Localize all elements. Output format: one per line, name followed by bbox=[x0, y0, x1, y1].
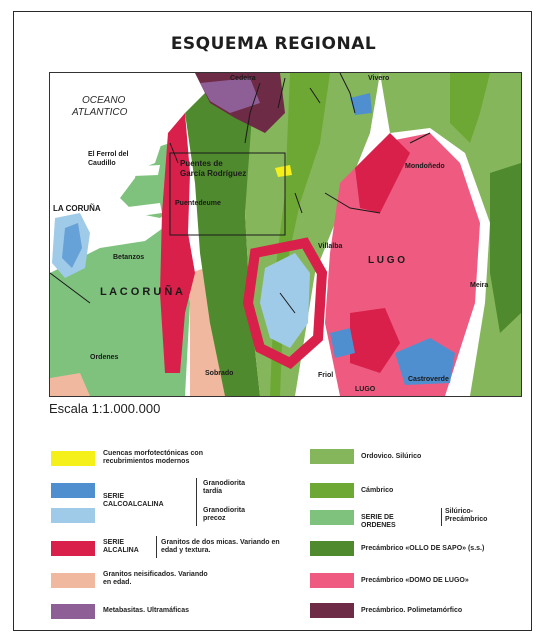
label-lugo-city: LUGO bbox=[355, 386, 376, 393]
label-vivero: Vivero bbox=[368, 75, 389, 82]
legend-granitos-dos: Granitos de dos micas. Variando en edad … bbox=[161, 539, 280, 554]
unit-alcalina-lugo-south bbox=[350, 308, 400, 373]
inset-rectangle bbox=[169, 152, 286, 236]
unit-ollo-east bbox=[490, 163, 521, 333]
label-meira: Meira bbox=[470, 282, 488, 289]
legend-grano-tardia: Granodiorita tardía bbox=[203, 480, 246, 495]
swatch-ordovico bbox=[310, 449, 354, 464]
label-ferrol-2: Caudillo bbox=[88, 160, 116, 167]
legend-serie-alc-1: SERIE bbox=[103, 539, 125, 546]
swatch-polimeta bbox=[310, 603, 354, 618]
unit-alcalina-lugo bbox=[355, 133, 410, 213]
swatch-alcalina bbox=[51, 541, 95, 556]
swatch-granitos-neis bbox=[51, 573, 95, 588]
scale-label: Escala 1:1.000.000 bbox=[49, 401, 161, 416]
unit-alcalina-belt bbox=[160, 113, 195, 373]
swatch-domo bbox=[310, 573, 354, 588]
legend-serie-calco-2: CALCOALCALINA bbox=[103, 501, 164, 508]
legend-ordovico: Ordovico. Silúrico bbox=[361, 453, 422, 460]
unit-cambrico-center bbox=[270, 73, 330, 396]
label-cedeira: Cedeira bbox=[230, 75, 256, 82]
label-puentes-2: García Rodríguez bbox=[180, 169, 246, 178]
swatch-calco-tardia bbox=[51, 483, 95, 498]
unit-granodiorita-small bbox=[350, 93, 372, 115]
swatch-metabasitas bbox=[51, 604, 95, 619]
swatch-serie-ordenes bbox=[310, 510, 354, 525]
unit-granodiorita-west-inner bbox=[62, 223, 82, 268]
legend-divider-calco bbox=[196, 478, 197, 526]
label-la-coruna-region: L A C O R U Ñ A bbox=[100, 285, 183, 298]
unit-ordovico-east bbox=[380, 73, 521, 396]
coast-ria-betanzos bbox=[80, 203, 162, 223]
swatch-ollo bbox=[310, 541, 354, 556]
legend-serie-ordenes: SERIE DE ORDENES bbox=[361, 514, 396, 529]
legend-silurico-pre: Silúrico- Precámbrico bbox=[445, 508, 488, 523]
legend-ollo: Precámbrico «OLLO DE SAPO» (s.s.) bbox=[361, 545, 485, 552]
label-villalba: Villalba bbox=[318, 243, 342, 250]
legend-serie-alc-2: ALCALINA bbox=[103, 547, 139, 554]
legend-granitos-neis: Granitos neisificados. Variando en edad. bbox=[103, 571, 208, 586]
label-atlantico: ATLANTICO bbox=[71, 107, 128, 118]
geologic-map[interactable]: OCEANO ATLANTICO Cedeira Vivero El Ferro… bbox=[49, 72, 522, 397]
label-oceano: OCEANO bbox=[82, 95, 126, 106]
label-betanzos: Betanzos bbox=[113, 254, 144, 261]
map-title: ESQUEMA REGIONAL bbox=[170, 34, 377, 54]
fault-lines bbox=[50, 73, 431, 314]
unit-granodiorita-castroverde bbox=[395, 338, 455, 385]
label-ferrol-1: El Ferrol del bbox=[88, 151, 129, 158]
label-castroverde: Castroverde bbox=[408, 376, 449, 383]
legend-divider-alc bbox=[156, 536, 157, 558]
unit-metabasita bbox=[200, 78, 260, 113]
unit-granitos-neis-south bbox=[50, 373, 90, 396]
coast-rias bbox=[50, 73, 195, 213]
coast-ria-ferrol bbox=[105, 165, 160, 177]
swatch-calco-precoz bbox=[51, 508, 95, 523]
legend-cuencas: Cuencas morfotectónicas con recubrimient… bbox=[103, 450, 203, 465]
swatch-cambrico bbox=[310, 483, 354, 498]
label-ordenes: Ordenes bbox=[90, 354, 119, 361]
label-pontedeume: Puentedeume bbox=[175, 200, 221, 207]
legend-serie-calco-1: SERIE bbox=[103, 493, 125, 500]
legend-divider-ordenes bbox=[441, 508, 442, 526]
unit-cambrico-east bbox=[450, 73, 490, 143]
swatch-cuencas bbox=[51, 451, 95, 466]
unit-granodiorita-friol bbox=[330, 328, 355, 358]
label-mondonedo: Mondoñedo bbox=[405, 163, 445, 170]
legend-grano-precoz: Granodiorita precoz bbox=[203, 507, 246, 522]
legend-polimeta: Precámbrico. Polimetamórfico bbox=[361, 607, 463, 614]
label-lugo-region: L U G O bbox=[368, 255, 405, 266]
label-friol: Friol bbox=[318, 372, 333, 379]
unit-granodiorita-center bbox=[260, 253, 310, 348]
unit-cuenca-puentes bbox=[275, 165, 292, 177]
label-puentes-1: Puentes de bbox=[180, 159, 223, 168]
label-la-coruna-city: LA CORUÑA bbox=[53, 204, 101, 213]
legend-cambrico: Cámbrico bbox=[361, 487, 394, 494]
legend-metabasitas: Metabasitas. Ultramáficas bbox=[103, 607, 189, 614]
label-sobrado: Sobrado bbox=[205, 370, 233, 377]
legend-domo: Precámbrico «DOMO DE LUGO» bbox=[361, 577, 469, 584]
unit-granodiorita-center-rim bbox=[242, 237, 328, 369]
